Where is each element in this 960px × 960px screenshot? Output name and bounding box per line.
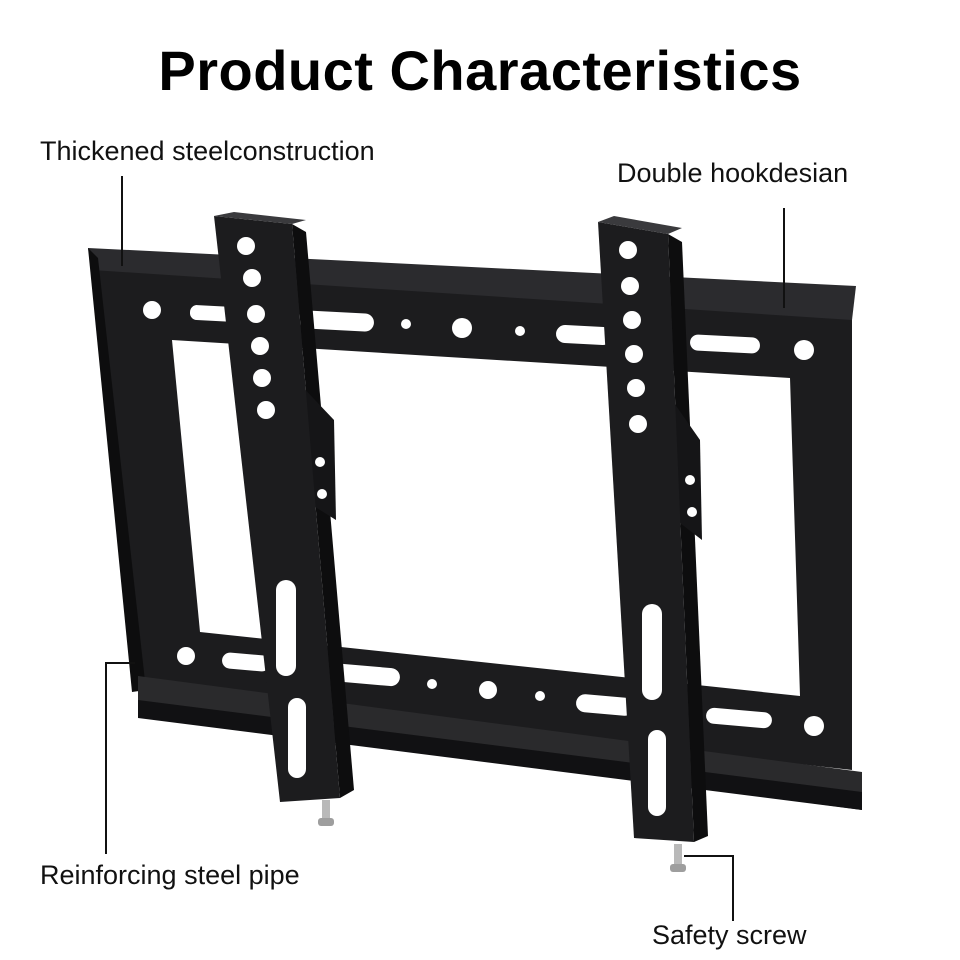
hole <box>804 716 824 736</box>
hole <box>619 241 637 259</box>
hole <box>627 379 645 397</box>
hole <box>243 269 261 287</box>
slot <box>288 698 306 778</box>
frame-left-side <box>88 248 146 692</box>
slot <box>690 334 760 354</box>
hole <box>535 691 545 701</box>
arm-hook-top <box>214 212 306 224</box>
arm-side <box>668 234 708 842</box>
frame-bottom-holes <box>177 647 824 736</box>
hole <box>317 489 327 499</box>
hole <box>253 369 271 387</box>
right-hook-arm <box>598 216 708 842</box>
hole <box>621 277 639 295</box>
slot <box>276 580 296 676</box>
hole <box>177 647 195 665</box>
safety-screws <box>318 800 686 872</box>
wall-frame <box>88 248 862 810</box>
screw-tip <box>318 818 334 826</box>
callout-thickened-steel-label: Thickened steelconstruction <box>40 136 375 166</box>
arm-face <box>214 216 340 802</box>
slot <box>642 604 662 700</box>
hole <box>452 318 472 338</box>
hole <box>247 305 265 323</box>
hole <box>515 326 525 336</box>
callout-thickened-steel-leader <box>121 176 123 266</box>
slot <box>298 310 374 332</box>
arm-face <box>598 222 694 842</box>
hole <box>237 237 255 255</box>
slot <box>222 652 270 672</box>
screw-shaft <box>322 800 330 820</box>
callout-double-hook-label: Double hookdesian <box>617 158 849 188</box>
slot <box>334 663 400 687</box>
callout-safety-screw-label: Safety screw <box>652 920 807 950</box>
slot <box>706 707 772 729</box>
hole <box>794 340 814 360</box>
callout-reinforcing-pipe-leader-v <box>105 662 107 854</box>
slot <box>648 730 666 816</box>
hole <box>623 311 641 329</box>
callout-reinforcing-pipe-leader-h <box>105 662 135 664</box>
hole <box>143 301 161 319</box>
hole <box>685 475 695 485</box>
hole <box>401 319 411 329</box>
screw-tip <box>670 864 686 872</box>
callout-safety-screw-leader-v <box>732 855 734 921</box>
hole <box>251 337 269 355</box>
callout-reinforcing-pipe-label: Reinforcing steel pipe <box>40 860 300 890</box>
hole <box>257 401 275 419</box>
callout-safety-screw-leader-h <box>684 855 734 857</box>
arm-hook-top <box>598 216 682 234</box>
hole <box>315 457 325 467</box>
hole <box>625 345 643 363</box>
page-title: Product Characteristics <box>158 39 802 102</box>
slot <box>576 694 634 716</box>
callout-double-hook-leader <box>783 208 785 308</box>
screw-shaft <box>674 844 682 866</box>
hole <box>479 681 497 699</box>
hole <box>427 679 437 689</box>
hole <box>629 415 647 433</box>
left-hook-arm <box>214 212 354 802</box>
slot <box>556 325 612 345</box>
hole <box>687 507 697 517</box>
